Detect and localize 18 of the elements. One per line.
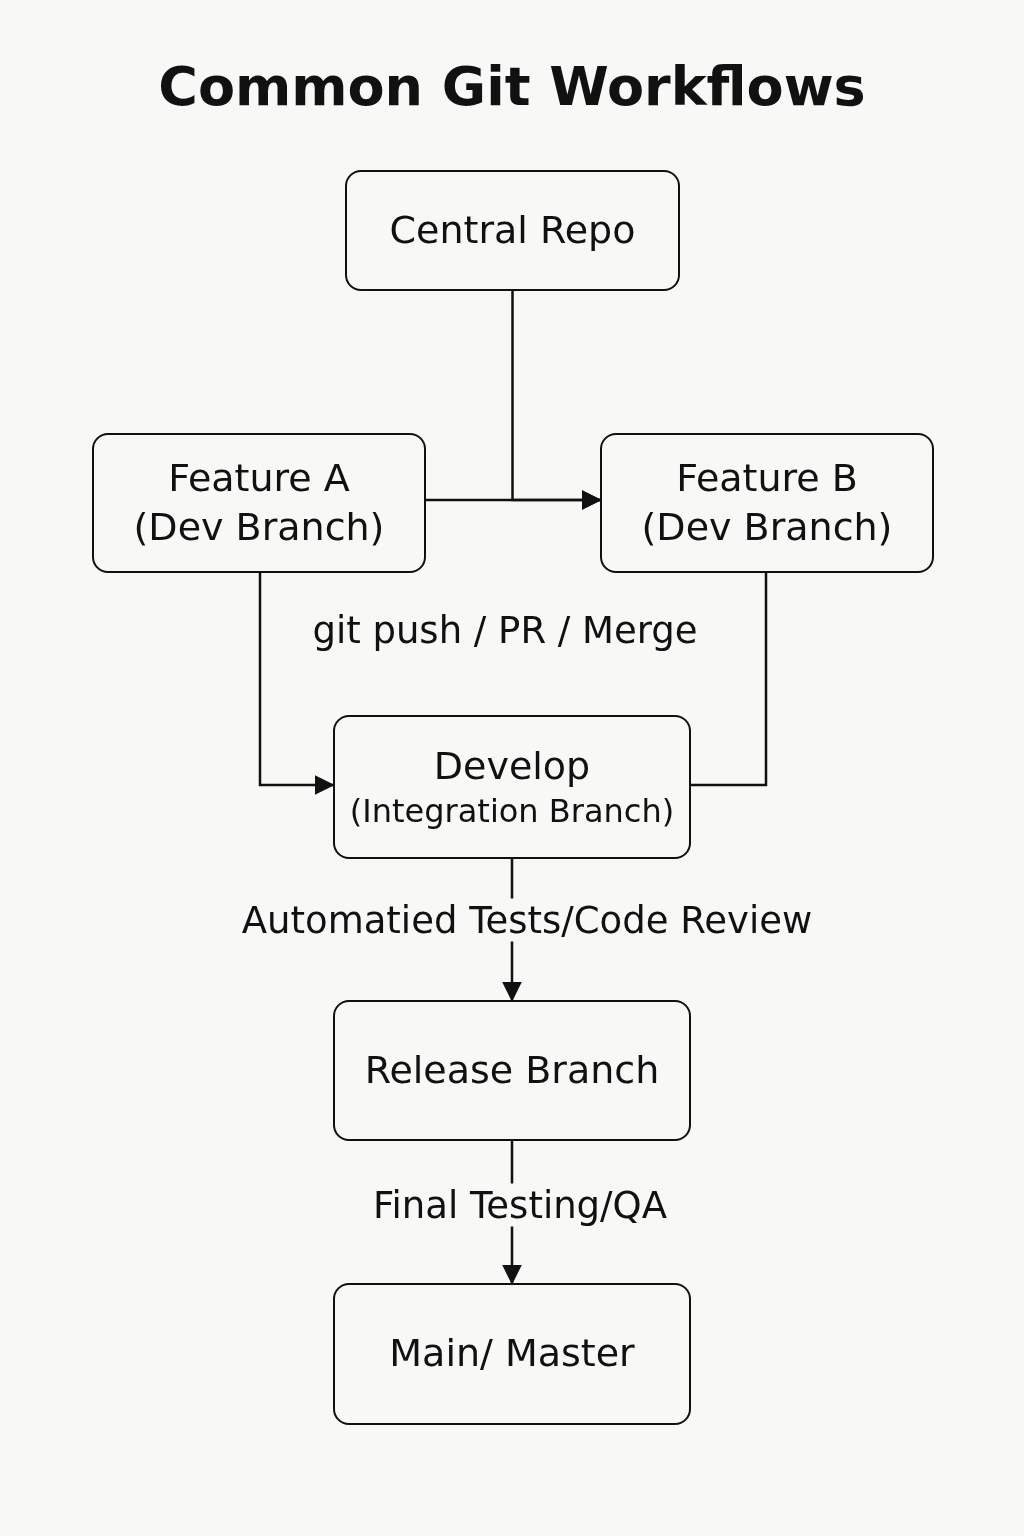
node-subtitle: (Dev Branch)	[641, 504, 893, 551]
diagram-title: Common Git Workflows	[158, 55, 866, 118]
process-box	[345, 170, 680, 291]
node-title: Main/ Master	[389, 1330, 635, 1378]
node-title: Release Branch	[364, 1046, 660, 1094]
arrow	[426, 490, 602, 510]
process-box	[92, 433, 426, 573]
process-box	[333, 1283, 691, 1425]
node-subtitle: (Integration Branch)	[349, 790, 675, 832]
node-title: Develop	[433, 742, 591, 790]
process-box	[333, 715, 691, 859]
node-title: Central Repo	[389, 206, 636, 254]
node-title: Feature A	[168, 454, 350, 502]
node-subtitle: (Dev Branch)	[133, 504, 385, 551]
node-title: Feature B	[676, 454, 858, 502]
process-box	[333, 1000, 691, 1141]
arrow	[258, 573, 335, 795]
process-box	[600, 433, 934, 573]
